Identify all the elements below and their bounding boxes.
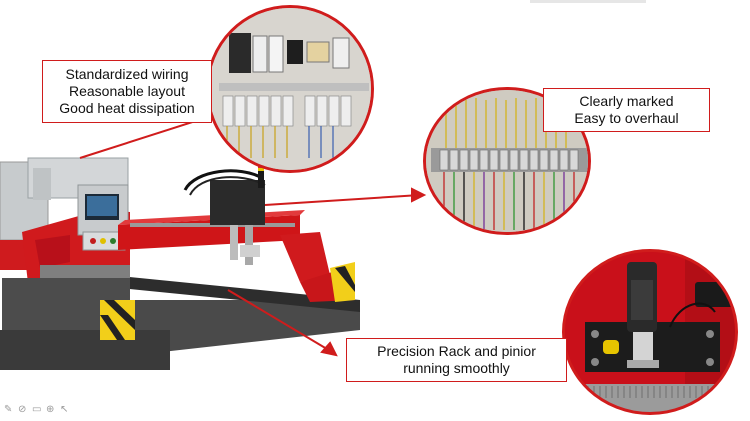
top-decor-strip [530, 0, 646, 3]
presentation-toolbar: ✎ ⊘ ▭ ⊕ ↖ [4, 405, 70, 415]
left-gantry-leg [2, 210, 135, 340]
detail-rack-pinion [562, 249, 738, 415]
callout-marking: Clearly marked Easy to overhaul [543, 88, 710, 132]
callout-marking-line1: Clearly marked [579, 93, 674, 109]
callout-rack-line2: running smoothly [403, 360, 510, 376]
control-console [77, 184, 129, 251]
comment-icon[interactable]: ▭ [32, 404, 42, 415]
zoom-icon[interactable]: ⊕ [46, 404, 55, 415]
highlighter-icon[interactable]: ⊘ [18, 404, 27, 415]
pointer-icon[interactable]: ↖ [60, 404, 69, 415]
pen-icon[interactable]: ✎ [4, 404, 13, 415]
callout-wiring: Standardized wiring Reasonable layout Go… [42, 60, 212, 123]
callout-wiring-line1: Standardized wiring [65, 66, 189, 82]
right-gantry-leg [280, 232, 355, 302]
callout-wiring-line3: Good heat dissipation [59, 100, 195, 116]
detail-electrical-panel [206, 5, 374, 173]
callout-wiring-line2: Reasonable layout [69, 83, 185, 99]
callout-rack-line1: Precision Rack and pinior [377, 343, 536, 359]
torch-carriage [183, 164, 266, 265]
callout-marking-line2: Easy to overhaul [574, 110, 679, 126]
callout-rack: Precision Rack and pinior running smooth… [346, 338, 567, 382]
